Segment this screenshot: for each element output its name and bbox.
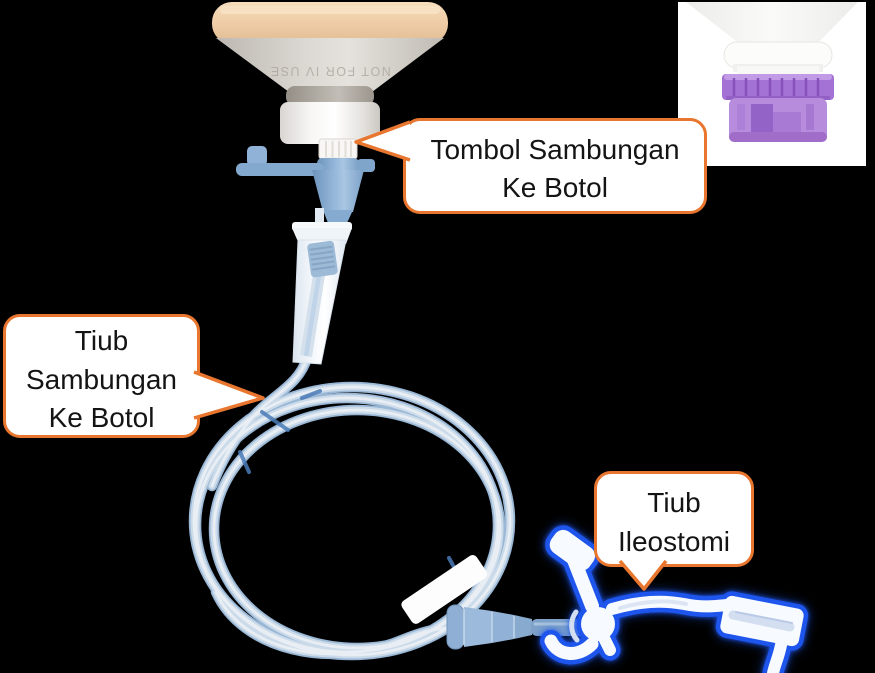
bottle-cap xyxy=(280,102,380,144)
callout-pointer-right xyxy=(193,370,265,420)
callout-text-line: Tiub xyxy=(74,325,129,356)
callout-text-line: Tombol Sambungan xyxy=(430,134,680,165)
callout-bottle-connection-button: Tombol Sambungan Ke Botol xyxy=(403,118,707,214)
stopcock-lever xyxy=(236,163,324,176)
inset-photo-purple-connector xyxy=(678,2,866,166)
callout-ileostomy-tube: Tiub Ileostomi xyxy=(594,471,754,567)
inverted-bottle: NOT FOR IV USE xyxy=(212,2,448,167)
stopcock-lever-knob xyxy=(247,146,267,166)
callout-text-line: Ileostomi xyxy=(617,526,731,557)
bottle-neck-ring xyxy=(286,86,374,106)
callout-text-line: Sambungan xyxy=(25,363,177,395)
callout-text-line: Tiub xyxy=(647,487,701,518)
stopcock-body xyxy=(312,170,364,212)
bottle-embossed-text: NOT FOR IV USE xyxy=(269,64,390,78)
roller-clamp xyxy=(292,222,352,365)
inset-purple-cap xyxy=(722,74,834,142)
callout-text-line: Ke Botol xyxy=(48,402,155,433)
bottle-shoulder xyxy=(216,38,444,92)
roller-wheel xyxy=(307,240,338,278)
callout-bottle-connection-tube: Tiub Sambungan Ke Botol xyxy=(3,314,200,438)
callout-pointer-down xyxy=(618,559,668,591)
callout-pointer-left xyxy=(354,120,411,162)
inset-bottle-neck xyxy=(686,2,858,48)
white-strip xyxy=(401,554,488,624)
ileostomy-tube-device xyxy=(546,526,805,673)
callout-text-line: Ke Botol xyxy=(502,172,608,203)
